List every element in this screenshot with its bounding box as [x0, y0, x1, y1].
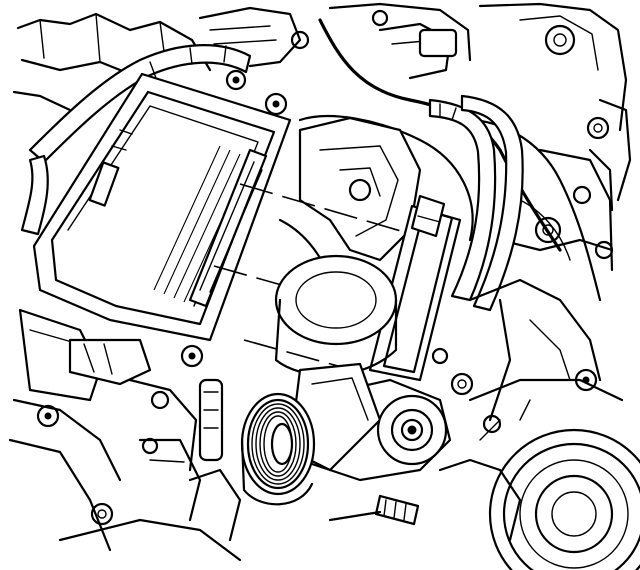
- upper-left-hose: [20, 44, 252, 236]
- lower-bolt-stud: [328, 494, 420, 526]
- lower-right-casing: [438, 278, 602, 542]
- crankshaft-balancer: [468, 368, 640, 570]
- tensioner-pulley: [376, 394, 448, 466]
- fastener-bolts: [141, 9, 614, 455]
- drive-pulley: [240, 392, 316, 506]
- lower-left-hardware: [8, 308, 242, 562]
- coolant-hose: [428, 94, 524, 312]
- background-structures: [12, 2, 632, 212]
- control-module: [32, 72, 292, 368]
